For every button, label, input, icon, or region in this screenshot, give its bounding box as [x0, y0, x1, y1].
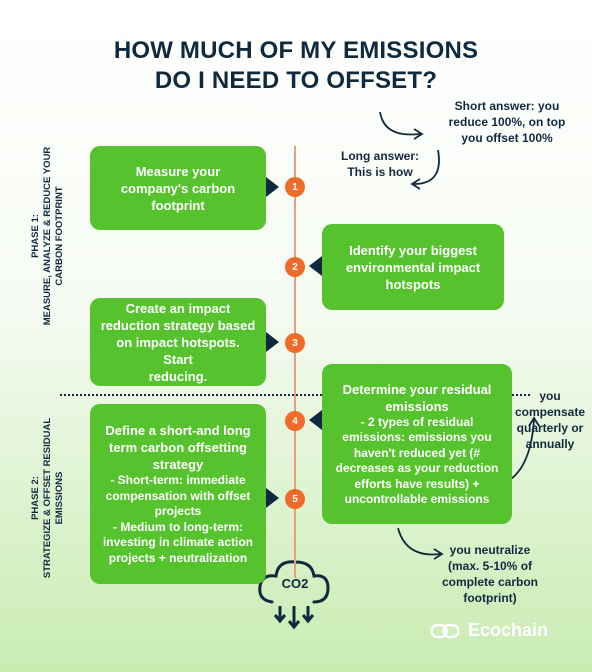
long-answer-note: Long answer: This is how [340, 149, 419, 179]
phase-2-label: PHASE 2: STRATEGIZE & OFFSET RESIDUAL EM… [30, 417, 65, 579]
step-1-pointer [266, 177, 279, 197]
ecochain-logo: Ecochain [430, 620, 548, 641]
timeline-line [294, 146, 296, 578]
step-2-box: Identify your biggest environmental impa… [322, 224, 504, 310]
step-3-pointer [266, 332, 279, 352]
step-3-box: Create an impact reduction strategy base… [90, 298, 266, 386]
step-3-marker: 3 [285, 333, 305, 353]
step-5-marker: 5 [285, 489, 305, 509]
co2-cloud-icon [258, 560, 330, 630]
step-5-box: Define a short-and long term carbon offs… [90, 404, 266, 584]
step-2-pointer [309, 256, 322, 276]
neutralize-note: you neutralize (max. 5-10% of complete c… [441, 543, 539, 605]
long-answer-arrow [413, 149, 440, 185]
step-4-pointer [309, 410, 322, 430]
short-answer-arrow [379, 111, 421, 136]
compensate-note: you compensate quarterly or annually [514, 389, 586, 451]
short-answer-note: Short answer: you reduce 100%, on top yo… [448, 99, 566, 145]
neutralize-arrow [397, 527, 441, 556]
chain-link-icon [430, 623, 460, 638]
page-title: HOW MUCH OF MY EMISSIONS DO I NEED TO OF… [0, 36, 592, 96]
title-line-2: DO I NEED TO OFFSET? [154, 67, 438, 94]
brand-name: Ecochain [468, 620, 549, 640]
phase-1-label: PHASE 1: MEASURE, ANALYZE & REDUCE YOUR … [30, 146, 65, 326]
step-4-marker: 4 [285, 411, 305, 431]
step-2-marker: 2 [285, 257, 305, 277]
step-1-box: Measure your company's carbon footprint [90, 146, 266, 230]
step-1-marker: 1 [285, 177, 305, 197]
title-line-1: HOW MUCH OF MY EMISSIONS [113, 37, 479, 64]
step-4-box: Determine your residual emissions - 2 ty… [322, 364, 512, 524]
co2-label: CO2 [281, 576, 309, 591]
phase-divider [60, 394, 530, 396]
step-5-pointer [266, 488, 279, 508]
